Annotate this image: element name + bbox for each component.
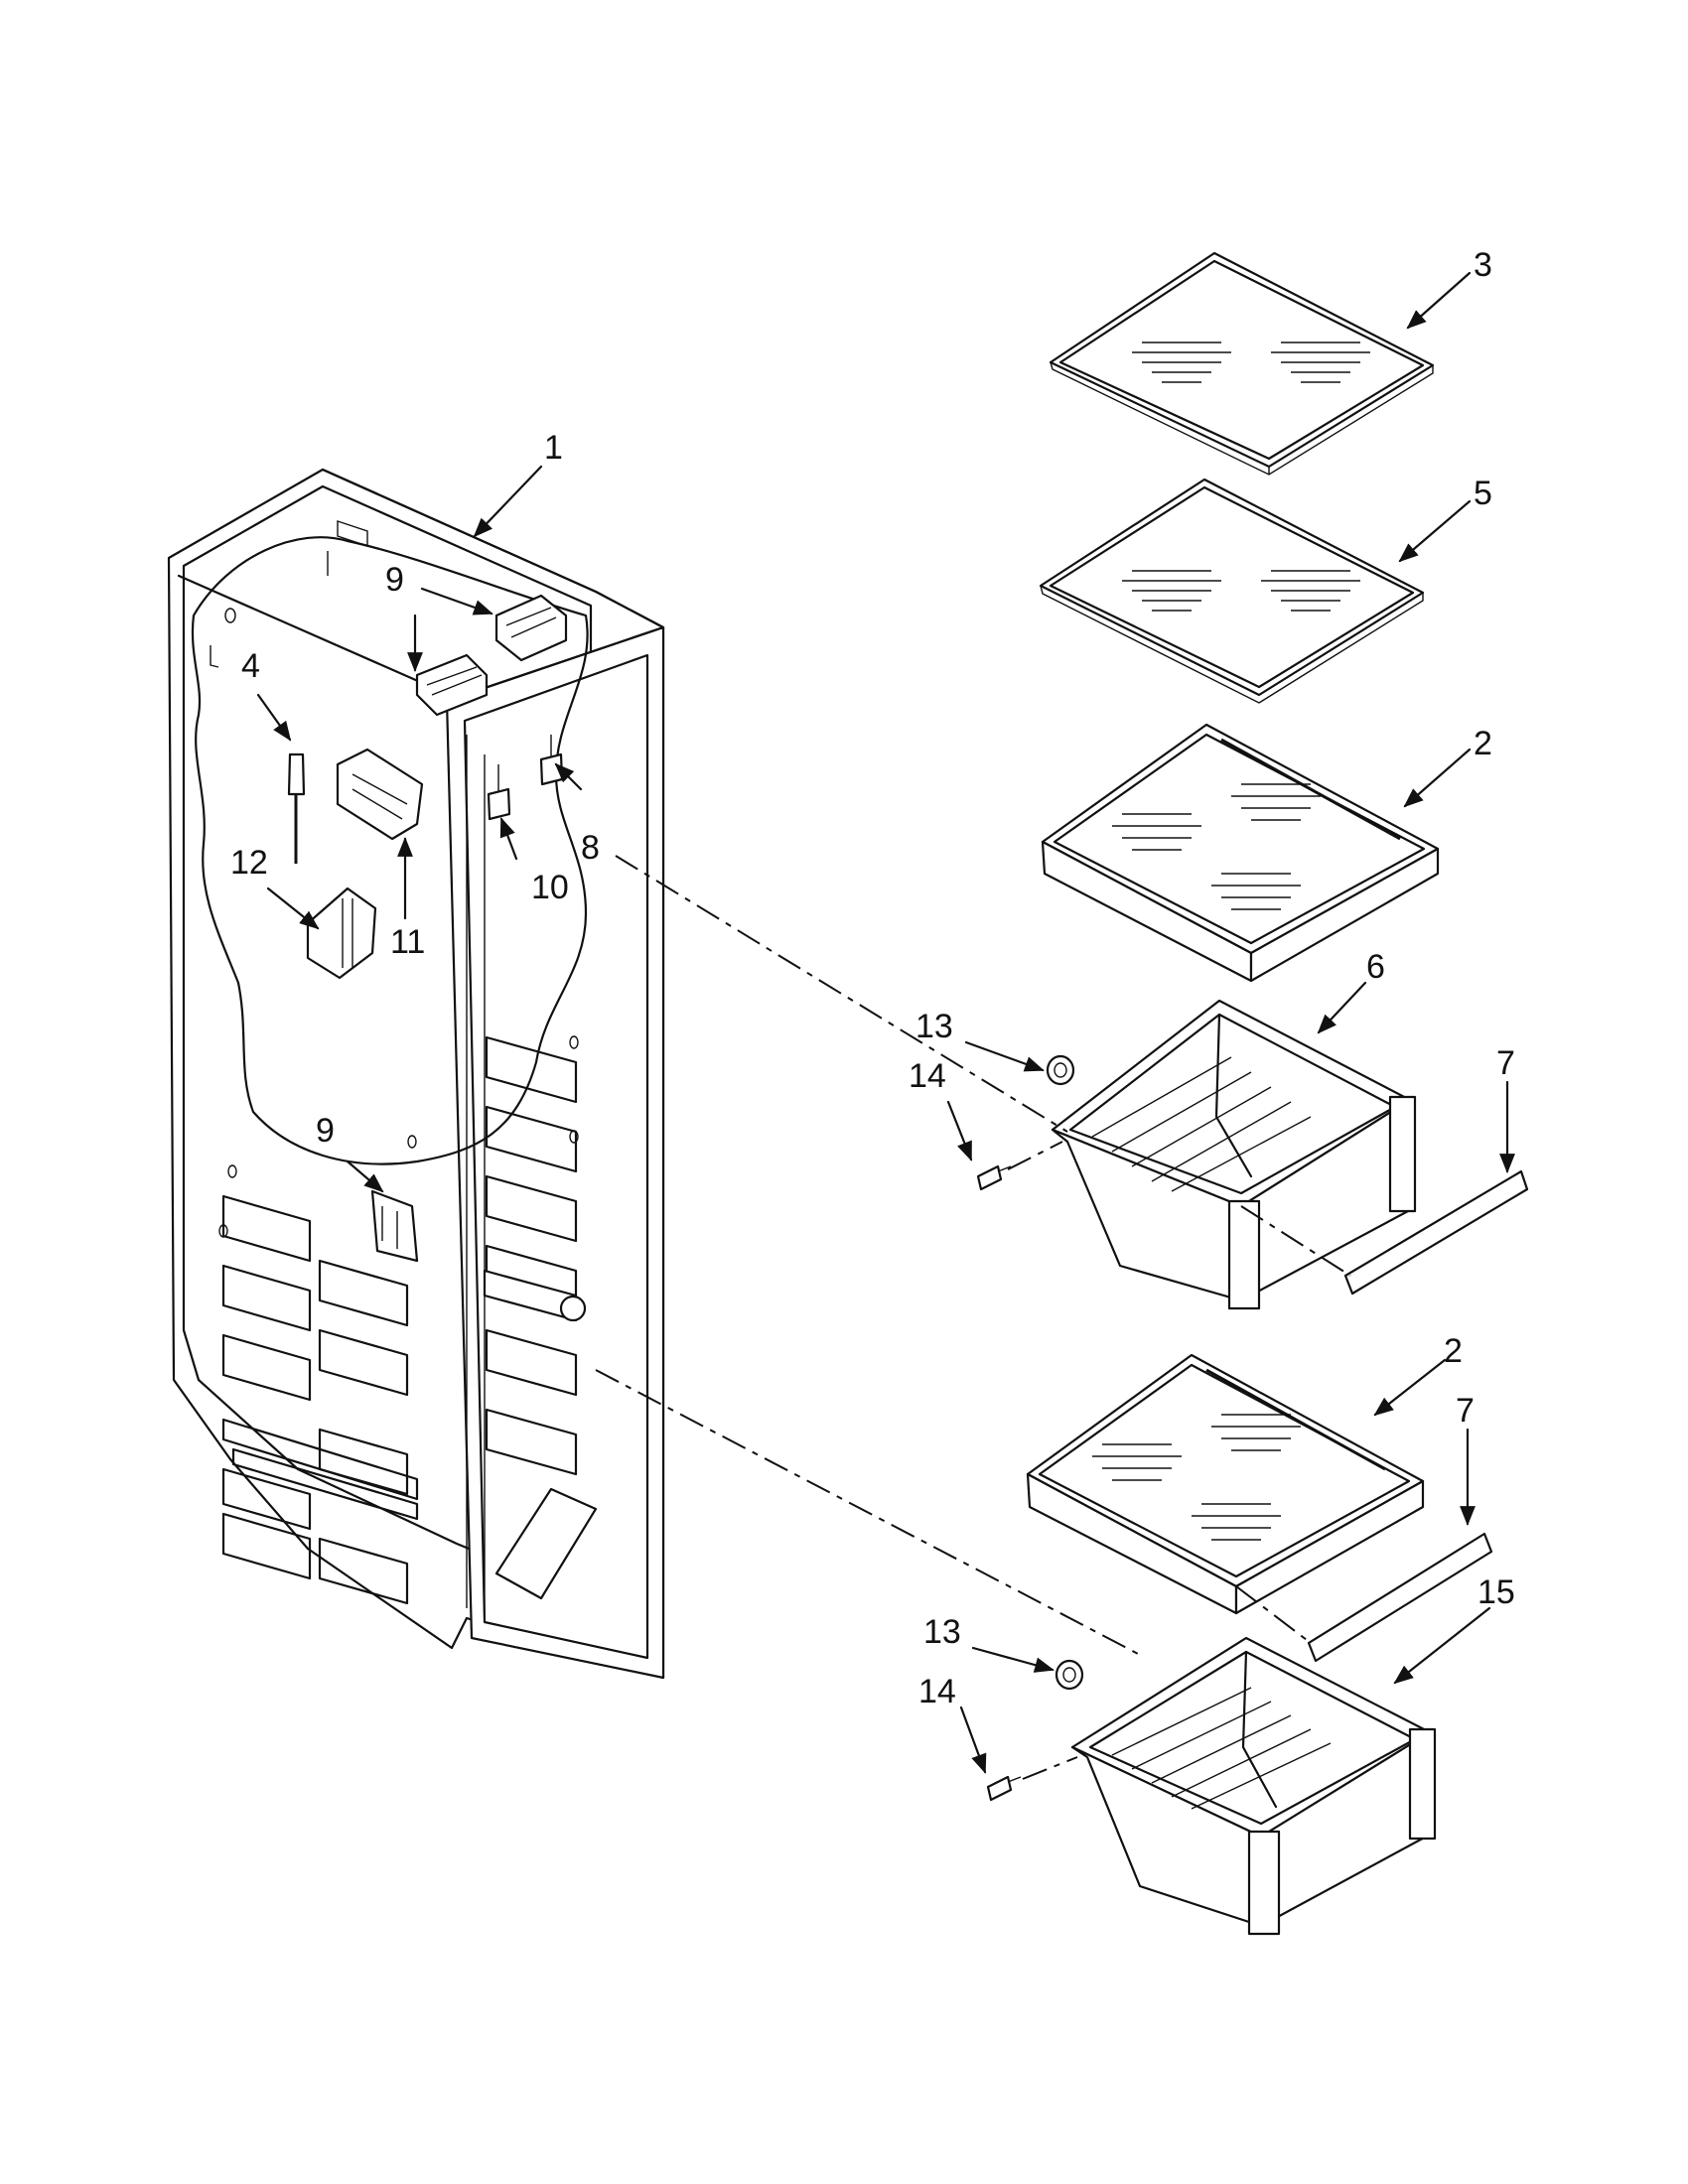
- crisper-cover-lower: [1026, 1353, 1425, 1615]
- callout-2-lower: 2: [1444, 1332, 1463, 1370]
- drawer-rail-lower: [1307, 1532, 1493, 1663]
- glass-shelf-5: [1039, 478, 1425, 704]
- callout-4: 4: [241, 647, 260, 685]
- drawer-roller-upper: [1046, 1054, 1075, 1086]
- light-socket-top-a: [415, 653, 489, 717]
- callout-9-lower: 9: [316, 1112, 335, 1150]
- callout-12: 12: [230, 844, 268, 882]
- control-housing: [336, 748, 424, 841]
- crisper-drawer-6: [1051, 999, 1417, 1310]
- callout-13-upper: 13: [915, 1008, 953, 1045]
- glass-shelf-3: [1049, 251, 1435, 476]
- drawer-screw-lower: [986, 1775, 1022, 1802]
- callout-15: 15: [1477, 1573, 1515, 1611]
- drawer-roller-lower: [1055, 1659, 1084, 1691]
- callout-5: 5: [1474, 475, 1492, 512]
- crisper-drawer-15: [1070, 1636, 1437, 1936]
- callout-9-upper: 9: [385, 561, 404, 599]
- callout-7-upper: 7: [1496, 1044, 1515, 1082]
- callout-14-upper: 14: [909, 1057, 946, 1095]
- callout-labels: 1 2 2 3 4 5 6 7 7 8 9 9 10 11 12 13 13 1…: [230, 246, 1515, 1710]
- air-baffle: [306, 887, 377, 980]
- light-socket-top-b: [494, 594, 568, 662]
- callout-10: 10: [531, 869, 569, 906]
- drawer-screw-upper: [976, 1164, 1012, 1191]
- callout-14-lower: 14: [918, 1673, 956, 1710]
- callout-8: 8: [581, 829, 600, 867]
- assembly-lines: [595, 855, 1351, 1780]
- callout-6: 6: [1366, 948, 1385, 986]
- callout-11: 11: [390, 923, 425, 961]
- callout-13-lower: 13: [923, 1613, 961, 1651]
- callout-2-upper: 2: [1474, 725, 1492, 762]
- crisper-cover-upper: [1041, 723, 1440, 983]
- callout-1: 1: [544, 429, 563, 467]
- callout-7-lower: 7: [1456, 1392, 1475, 1430]
- callout-3: 3: [1474, 246, 1492, 284]
- thermistor-probe: [287, 752, 306, 864]
- light-socket-lower: [370, 1189, 419, 1263]
- drawer-rail-upper: [1343, 1169, 1529, 1296]
- leader-arrows: [256, 271, 1515, 1774]
- door-switch-lower: [487, 764, 511, 821]
